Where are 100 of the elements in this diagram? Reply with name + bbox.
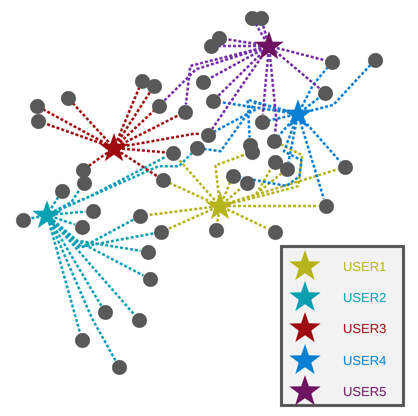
network-node [178,104,192,120]
network-node [152,98,166,114]
dotted-connector [50,196,60,209]
network-node [318,198,334,214]
dotted-connector [30,215,40,220]
user-star [254,31,284,60]
network-node [112,360,126,374]
dotted-connector [214,153,246,198]
network-node [196,74,210,90]
network-node [268,154,282,170]
legend-label: USER2 [343,290,386,305]
dotted-connector [118,110,154,144]
network-node [368,52,382,68]
network-node [98,304,112,320]
user-star [205,191,235,220]
network-node [146,78,162,94]
dotted-connector [262,24,268,39]
dotted-connector [222,182,232,200]
dotted-connector [276,46,325,62]
dotted-connector [261,54,270,115]
network-node [240,176,254,190]
legend-label: USER3 [343,321,386,336]
network-node [280,162,294,176]
dotted-connector [122,147,166,154]
dotted-connector [287,122,298,162]
user-star [283,99,313,128]
dotted-connector [254,24,266,40]
network-node [266,134,282,148]
dotted-connector [278,119,294,136]
network-node [60,90,76,106]
network-node [134,74,150,88]
legend-label: USER4 [343,353,386,368]
dotted-connector [54,216,76,226]
network-node [74,220,90,234]
network-node [226,168,240,184]
network-node [132,312,146,328]
network-node [208,222,224,238]
dotted-connector [54,210,86,216]
dotted-connector [48,222,82,334]
dotted-connector [72,102,110,143]
dotted-connector [240,121,303,188]
network-node [16,212,30,228]
network-node [190,140,204,156]
dotted-connector [184,46,262,105]
user-star [99,133,129,162]
network-node [86,204,100,218]
legend-label: USER1 [343,259,386,274]
network-node [206,94,220,108]
network-node [254,114,270,130]
network-node [74,332,90,348]
dotted-connector [209,48,263,80]
dotted-connector [216,214,220,223]
network-node [324,54,340,70]
dotted-connector [167,208,214,230]
dotted-connector [169,182,214,204]
dotted-connector [52,219,144,277]
network-node [318,86,332,100]
dotted-connector [274,50,320,90]
dotted-connector [147,206,212,216]
dotted-connector [218,44,261,48]
dotted-connector [269,114,290,122]
dotted-connector [44,122,107,146]
dotted-connector [54,155,167,213]
dotted-connector [218,50,264,97]
user-star [32,200,62,229]
network-node [76,176,92,190]
network-node [142,272,158,286]
network-node [338,160,352,174]
dotted-connector [302,119,341,162]
dotted-connector [214,106,290,133]
dotted-connector [54,152,193,213]
network-node [30,98,44,114]
dotted-connector [228,204,318,208]
network-node [268,224,282,240]
network-node [166,146,180,160]
dotted-connector [163,47,262,102]
network-node [132,208,148,224]
dotted-connector [43,108,108,146]
network-node [200,128,216,142]
dotted-connector [268,54,278,134]
dotted-connector [177,158,216,201]
dotted-connector [120,151,158,177]
network-node [30,114,46,128]
network-node [140,244,156,260]
dotted-connector [300,67,328,108]
dotted-connector [117,92,151,142]
network-node [154,224,168,240]
network-node [54,184,70,198]
dotted-connector [299,121,325,200]
network-node [156,172,170,188]
dotted-connector [120,114,179,146]
dotted-connector [88,152,108,167]
dotted-connector [226,208,269,230]
network-node [204,38,218,54]
network-node [76,162,90,178]
dotted-connector [54,188,81,212]
legend-label: USER5 [343,384,386,399]
dotted-connector [116,87,140,142]
dotted-connector [304,96,320,110]
dotted-connector [225,186,242,202]
